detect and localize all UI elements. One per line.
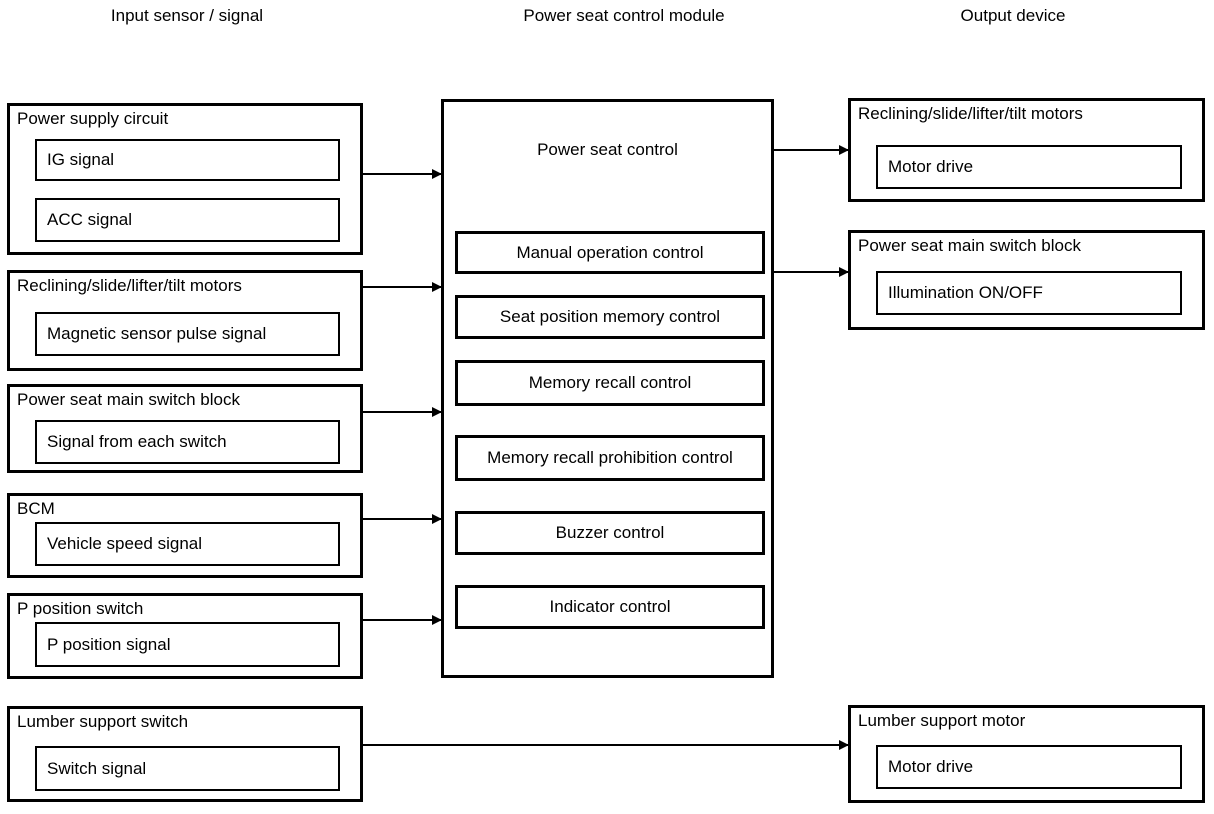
function-label: Manual operation control bbox=[516, 242, 704, 262]
block-title: BCM bbox=[17, 499, 55, 518]
function-label: Buzzer control bbox=[555, 523, 665, 542]
function-box-seat-position-memory-control: Seat position memory control bbox=[455, 295, 765, 339]
signal-label: Signal from each switch bbox=[47, 432, 227, 451]
arrow-motors-to-module bbox=[363, 286, 441, 288]
column-header-output: Output device bbox=[960, 6, 1066, 25]
arrow-module-to-switch-block bbox=[774, 271, 848, 273]
arrow-module-to-motors bbox=[774, 149, 848, 151]
function-label: Memory recall control bbox=[528, 373, 692, 392]
arrow-power-supply-to-module bbox=[363, 173, 441, 175]
arrow-switch-block-to-module bbox=[363, 411, 441, 413]
power-seat-control-module-box: Power seat control Manual operation cont… bbox=[441, 99, 774, 678]
signal-box-p-position-signal: P position signal bbox=[35, 622, 340, 667]
signal-box-vehicle-speed-signal: Vehicle speed signal bbox=[35, 522, 340, 566]
signal-box-acc-signal: ACC signal bbox=[35, 198, 340, 242]
block-title: Power seat main switch block bbox=[17, 390, 240, 409]
signal-box-illumination-on-off: Illumination ON/OFF bbox=[876, 271, 1182, 315]
column-header-input: Input sensor / signal bbox=[110, 6, 264, 25]
block-title: P position switch bbox=[17, 599, 144, 618]
arrow-lumber-switch-to-lumber-motor bbox=[363, 744, 848, 746]
block-title: Power supply circuit bbox=[17, 109, 169, 128]
function-label: Seat position memory control bbox=[499, 307, 721, 326]
function-label: Indicator control bbox=[549, 597, 671, 616]
function-box-memory-recall-prohibition-control: Memory recall prohibition control bbox=[455, 435, 765, 481]
output-block-lumber-support-motor: Lumber support motor Motor drive bbox=[848, 705, 1205, 803]
arrow-p-position-to-module bbox=[363, 619, 441, 621]
function-label: Memory recall prohibition control bbox=[487, 448, 733, 467]
block-title: Lumber support motor bbox=[858, 711, 1026, 730]
signal-label: Magnetic sensor pulse signal bbox=[47, 324, 267, 343]
signal-label: Motor drive bbox=[888, 157, 974, 176]
output-block-power-seat-main-switch-block: Power seat main switch block Illuminatio… bbox=[848, 230, 1205, 330]
signal-box-motor-drive-2: Motor drive bbox=[876, 745, 1182, 789]
block-title: Power seat main switch block bbox=[858, 236, 1081, 255]
block-title: Lumber support switch bbox=[17, 712, 189, 731]
signal-label: Motor drive bbox=[888, 757, 974, 776]
signal-box-ig-signal: IG signal bbox=[35, 139, 340, 181]
arrow-bcm-to-module bbox=[363, 518, 441, 520]
input-block-bcm: BCM Vehicle speed signal bbox=[7, 493, 363, 578]
output-block-reclining-slide-lifter-tilt-motors: Reclining/slide/lifter/tilt motors Motor… bbox=[848, 98, 1205, 202]
function-box-indicator-control: Indicator control bbox=[455, 585, 765, 629]
block-title: Reclining/slide/lifter/tilt motors bbox=[17, 276, 242, 295]
input-block-reclining-slide-lifter-tilt-motors: Reclining/slide/lifter/tilt motors Magne… bbox=[7, 270, 363, 371]
input-block-lumber-support-switch: Lumber support switch Switch signal bbox=[7, 706, 363, 802]
input-block-p-position-switch: P position switch P position signal bbox=[7, 593, 363, 679]
signal-label: IG signal bbox=[47, 150, 115, 169]
signal-box-motor-drive-1: Motor drive bbox=[876, 145, 1182, 189]
function-box-buzzer-control: Buzzer control bbox=[455, 511, 765, 555]
block-title: Reclining/slide/lifter/tilt motors bbox=[858, 104, 1083, 123]
signal-label: Vehicle speed signal bbox=[47, 534, 203, 553]
module-title: Power seat control bbox=[537, 140, 678, 159]
signal-label: P position signal bbox=[47, 634, 171, 654]
column-header-module: Power seat control module bbox=[523, 6, 725, 25]
input-block-power-seat-main-switch-block: Power seat main switch block Signal from… bbox=[7, 384, 363, 473]
input-block-power-supply-circuit: Power supply circuit IG signal ACC signa… bbox=[7, 103, 363, 255]
function-box-manual-operation-control: Manual operation control bbox=[455, 231, 765, 274]
signal-label: Illumination ON/OFF bbox=[888, 283, 1043, 302]
function-box-memory-recall-control: Memory recall control bbox=[455, 360, 765, 406]
signal-box-signal-from-each-switch: Signal from each switch bbox=[35, 420, 340, 464]
signal-label: Switch signal bbox=[47, 758, 147, 778]
signal-box-switch-signal: Switch signal bbox=[35, 746, 340, 791]
signal-box-magnetic-sensor-pulse: Magnetic sensor pulse signal bbox=[35, 312, 340, 356]
signal-label: ACC signal bbox=[47, 210, 133, 229]
